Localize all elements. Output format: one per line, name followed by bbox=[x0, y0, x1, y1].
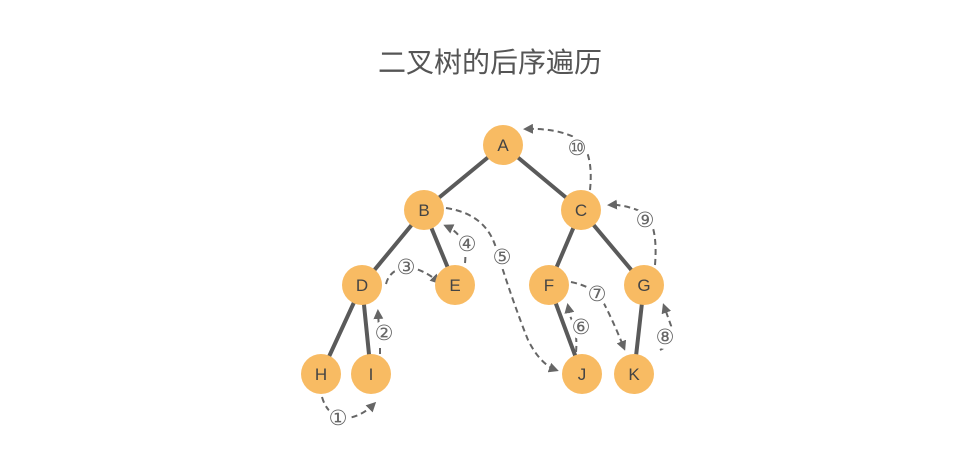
step-label-5: ⑤ bbox=[493, 245, 512, 269]
step-label-bg-2 bbox=[372, 321, 396, 345]
tree-edges bbox=[319, 143, 646, 376]
node-label-j: J bbox=[578, 365, 587, 384]
node-a bbox=[483, 125, 523, 165]
tree-nodes: A B C D E F G H I J K bbox=[301, 125, 664, 394]
node-k bbox=[614, 354, 654, 394]
node-label-c: C bbox=[575, 201, 587, 220]
traversal-arrow-10 bbox=[523, 123, 592, 191]
node-label-h: H bbox=[315, 365, 327, 384]
node-label-b: B bbox=[418, 201, 429, 220]
step-label-6: ⑥ bbox=[572, 315, 591, 339]
node-label-d: D bbox=[356, 276, 368, 295]
node-g bbox=[624, 265, 664, 305]
node-label-a: A bbox=[497, 136, 509, 155]
node-label-f: F bbox=[544, 276, 554, 295]
step-label-10: ⑩ bbox=[568, 136, 587, 160]
node-j bbox=[562, 354, 602, 394]
step-label-bg-7 bbox=[585, 282, 609, 306]
step-label-bg-3 bbox=[394, 255, 418, 279]
node-i bbox=[351, 354, 391, 394]
step-label-bg-10 bbox=[565, 136, 589, 160]
node-f bbox=[529, 265, 569, 305]
step-label-bg-4 bbox=[455, 232, 479, 256]
node-d bbox=[342, 265, 382, 305]
diagram-title: 二叉树的后序遍历 bbox=[378, 46, 602, 79]
node-h bbox=[301, 354, 341, 394]
step-label-7: ⑦ bbox=[588, 282, 607, 306]
node-b bbox=[404, 190, 444, 230]
step-label-8: ⑧ bbox=[656, 325, 675, 349]
step-label-3: ③ bbox=[397, 255, 416, 279]
traversal-arrow-5 bbox=[445, 207, 559, 373]
traversal-step-labels: ① ② ③ ④⑤ ⑥ ⑦ ⑧ ⑨ ⑩ bbox=[326, 136, 677, 430]
node-c bbox=[561, 190, 601, 230]
step-label-2: ② bbox=[375, 321, 394, 345]
step-label-bg-5 bbox=[490, 245, 514, 269]
step-label-1: ① bbox=[329, 406, 348, 430]
node-e bbox=[435, 265, 475, 305]
step-label-bg-8 bbox=[653, 325, 677, 349]
node-label-e: E bbox=[449, 276, 460, 295]
node-label-k: K bbox=[628, 365, 640, 384]
node-label-g: G bbox=[637, 276, 650, 295]
step-label-bg-6 bbox=[569, 315, 593, 339]
step-label-4: ④ bbox=[458, 232, 477, 256]
step-label-bg-9 bbox=[633, 208, 657, 232]
node-label-i: I bbox=[369, 365, 374, 384]
traversal-arrow-1 bbox=[321, 396, 377, 420]
step-label-9: ⑨ bbox=[636, 208, 655, 232]
step-label-bg-1 bbox=[326, 406, 350, 430]
